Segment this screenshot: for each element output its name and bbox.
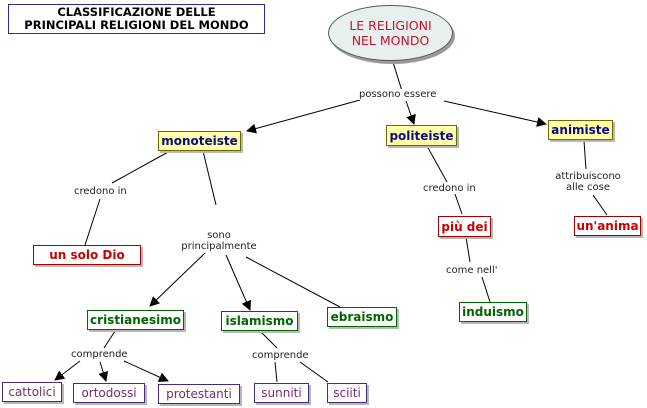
node-islamismo: islamismo — [221, 311, 298, 331]
edge-comprende-sciiti — [299, 361, 329, 383]
edge-politeiste-credono — [426, 145, 448, 183]
link-possono-essere: possono essere — [358, 89, 438, 100]
edge-credono-unsolodio — [84, 198, 101, 246]
edge-attribuiscono-unanima — [592, 194, 608, 216]
node-induismo: induismo — [459, 302, 527, 322]
root-line-1: LE RELIGIONI — [349, 18, 432, 33]
node-monoteiste: monoteiste — [158, 131, 241, 151]
node-ortodossi: ortodossi — [73, 383, 145, 403]
edge-possono-monoteiste — [246, 99, 361, 134]
node-cristianesimo: cristianesimo — [87, 310, 184, 330]
node-protestanti: protestanti — [158, 384, 240, 404]
title-line-1: CLASSIFICAZIONE DELLE — [57, 5, 216, 19]
link-comprende-cristianesimo: comprende — [70, 349, 129, 360]
link-attribuiscono-line-1: attribuiscono — [555, 171, 621, 182]
diagram-title-box: CLASSIFICAZIONE DELLE PRINCIPALI RELIGIO… — [8, 4, 265, 34]
edge-islamismo-comprende — [259, 330, 278, 349]
node-politeiste: politeiste — [386, 125, 457, 146]
edge-comprende-ortodossi — [98, 361, 109, 382]
edge-sono-cristianesimo — [149, 252, 206, 307]
link-come-nell: come nell' — [445, 265, 499, 276]
link-sono-line-1: sono — [207, 230, 231, 241]
link-credono-in-politeiste: credono in — [422, 183, 477, 194]
link-credono-in-monoteiste: credono in — [73, 186, 128, 197]
edge-sono-islamismo — [225, 254, 251, 311]
node-sciiti: sciiti — [327, 383, 367, 403]
edge-comenell-induismo — [481, 276, 491, 303]
node-piu-dei: più dei — [438, 216, 491, 237]
edge-cristianesimo-comprende — [103, 327, 118, 349]
edge-sono-ebraismo — [245, 256, 341, 308]
node-un-solo-dio: un solo Dio — [33, 245, 141, 265]
edge-comprende-cattolici — [54, 360, 81, 381]
node-cattolici: cattolici — [2, 382, 62, 402]
edge-root-possono — [391, 58, 403, 92]
edge-comprende-sunniti — [274, 361, 278, 383]
edge-piudei-comenell — [465, 236, 471, 263]
node-un-anima: un'anima — [574, 216, 641, 236]
edge-possono-politeiste — [405, 100, 416, 125]
edge-possono-animiste — [443, 100, 547, 127]
node-ebraismo: ebraismo — [327, 307, 397, 327]
edge-comprende-protestanti — [123, 360, 169, 382]
root-node-religioni: LE RELIGIONI NEL MONDO — [328, 5, 453, 61]
link-attribuiscono-line-2: alle cose — [566, 182, 610, 193]
edge-credono-piudei — [454, 193, 463, 215]
root-line-2: NEL MONDO — [351, 33, 430, 48]
node-sunniti: sunniti — [254, 383, 309, 403]
link-comprende-islamismo: comprende — [251, 350, 310, 361]
edge-monoteiste-credono — [111, 150, 171, 184]
edge-monoteiste-sono — [202, 150, 217, 206]
link-sono-principalmente: sono principalmente — [176, 230, 262, 252]
node-animiste: animiste — [548, 120, 613, 140]
title-line-2: PRINCIPALI RELIGIONI DEL MONDO — [24, 18, 249, 32]
link-attribuiscono: attribuiscono alle cose — [552, 171, 624, 193]
link-sono-line-2: principalmente — [181, 241, 257, 252]
edge-animiste-attribuiscono — [583, 140, 587, 170]
